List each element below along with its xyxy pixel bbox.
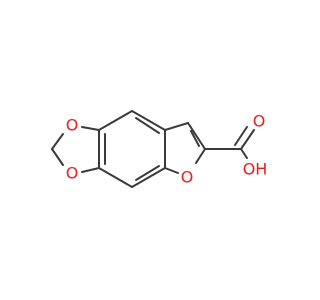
bond-dioxole-2: [51, 133, 64, 150]
bond-benzene-4: [131, 167, 166, 188]
bond-furan-4: [164, 167, 179, 174]
bond-furan-double: [190, 130, 200, 147]
bond-furan-2: [187, 122, 206, 150]
bond-dioxole-1: [81, 126, 100, 131]
molecule-diagram: O O O O OH: [51, 110, 268, 188]
bond-furan-1: [164, 122, 189, 131]
oxygen-dioxole-top: O: [66, 116, 79, 135]
bond-benzene-6: [131, 110, 166, 131]
bond-benzene-3: [98, 167, 133, 188]
bond-benzene-inner-2: [135, 165, 160, 181]
bond-hydroxyl: [240, 148, 248, 159]
bond-dioxole-3: [51, 148, 64, 166]
bond-benzene-1: [98, 110, 133, 131]
oxygen-carbonyl: O: [253, 112, 266, 131]
oxygen-furan: O: [181, 168, 194, 187]
hydroxyl-group: OH: [243, 160, 268, 179]
bond-furan-3: [195, 148, 206, 164]
bond-dioxole-4: [81, 167, 100, 173]
bond-benzene-inner-3: [135, 117, 160, 134]
oxygen-dioxole-bottom: O: [66, 164, 79, 183]
bond-carbonyl-a: [240, 129, 255, 150]
structure-canvas: O O O O OH: [51, 110, 268, 188]
bond-carbonyl-b: [234, 126, 248, 146]
